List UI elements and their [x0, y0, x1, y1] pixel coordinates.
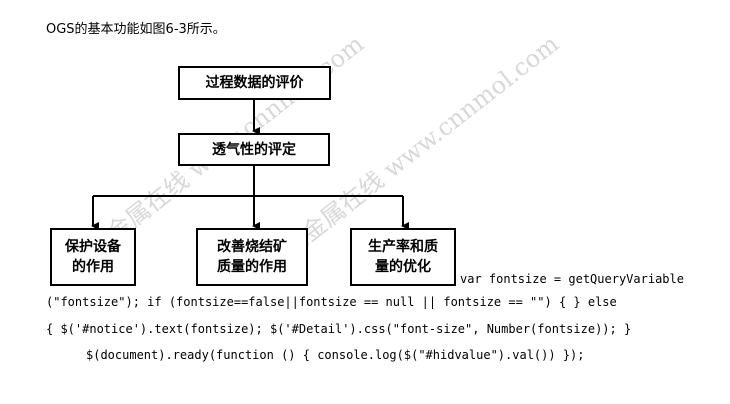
node-leaf-equipment: 保护设备 的作用 — [50, 228, 136, 286]
node-leaf-sinter: 改善烧结矿 质量的作用 — [196, 228, 308, 286]
node-leaf-productivity: 生产率和质 量的优化 — [350, 228, 456, 286]
node-leaf-label: 质量的作用 — [217, 259, 287, 275]
node-middle: 透气性的评定 — [178, 133, 330, 166]
node-leaf-label: 生产率和质 — [368, 239, 438, 255]
node-leaf-label: 的作用 — [72, 259, 114, 275]
node-middle-label: 透气性的评定 — [212, 141, 296, 158]
node-top: 过程数据的评价 — [178, 66, 331, 100]
code-line-2: ("fontsize"); if (fontsize==false||fonts… — [46, 295, 617, 309]
node-leaf-label: 保护设备 — [65, 239, 121, 255]
code-line-1: var fontsize = getQueryVariable — [460, 272, 684, 286]
code-line-4: $(document).ready(function () { console.… — [86, 348, 585, 362]
node-top-label: 过程数据的评价 — [205, 75, 304, 91]
node-leaf-label: 量的优化 — [375, 259, 431, 275]
node-leaf-label: 改善烧结矿 — [217, 239, 287, 255]
intro-text: OGS的基本功能如图6-3所示。 — [46, 22, 226, 37]
code-line-3: { $('#notice').text(fontsize); $('#Detai… — [46, 322, 632, 336]
